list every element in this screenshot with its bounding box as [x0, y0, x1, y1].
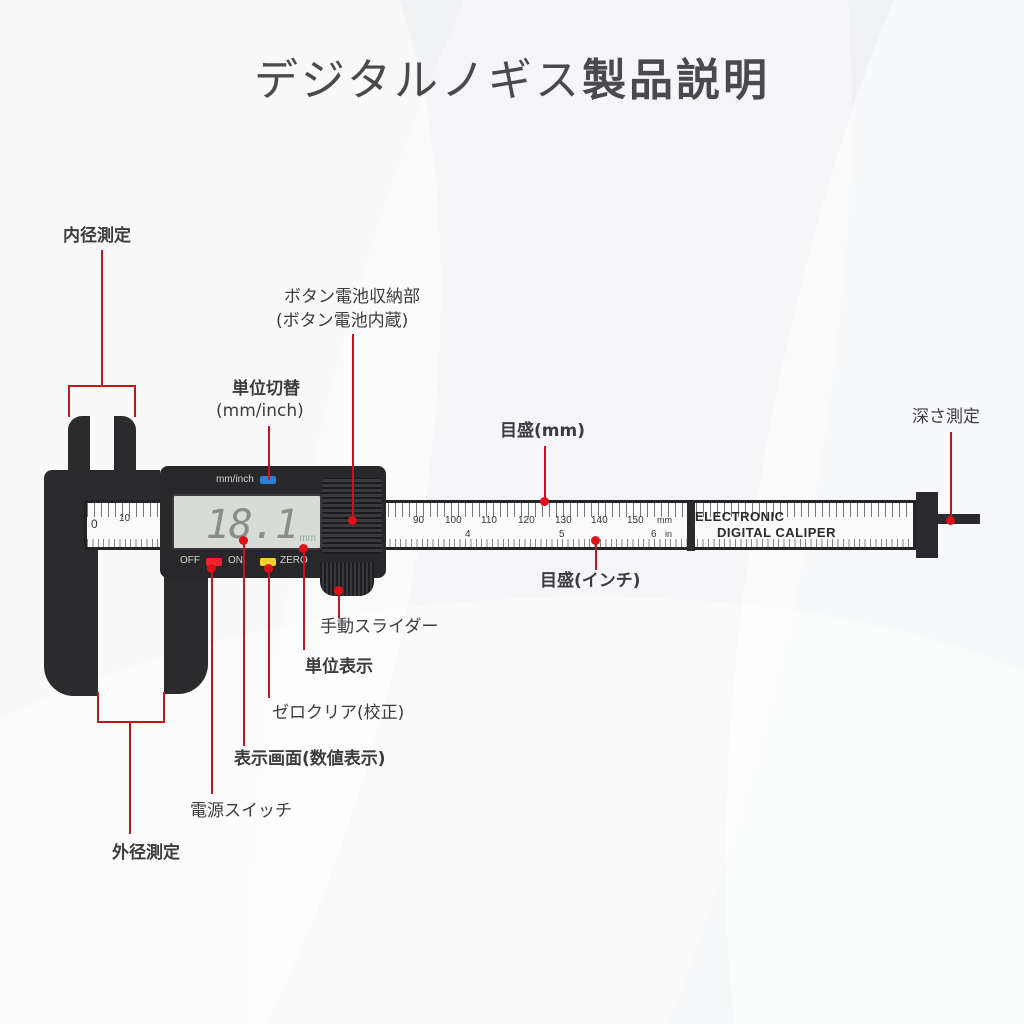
inner-jaw-moving: [114, 416, 136, 476]
unit-button-label: mm/inch: [216, 474, 254, 485]
on-label: ON: [228, 555, 243, 566]
mm-tick-100: 100: [445, 515, 462, 526]
unit-display-leader: [303, 548, 305, 650]
power-leader: [211, 568, 213, 794]
label-scale-inch: 目盛(インチ): [540, 571, 641, 591]
power-button[interactable]: [206, 558, 222, 566]
display-leader: [243, 540, 245, 746]
battery-leader: [352, 334, 354, 520]
mm-tick-90: 90: [413, 515, 425, 526]
label-unit-display: 単位表示: [305, 657, 373, 677]
mm-tick-150: 150: [627, 515, 644, 526]
label-unit-switch-2: (mm/inch): [216, 401, 304, 421]
slider-leader: [338, 590, 340, 618]
zero-leader: [268, 568, 270, 698]
in-tick-6: 6: [651, 529, 657, 540]
label-scale-mm: 目盛(mm): [500, 421, 585, 441]
unit-switch-leader: [268, 426, 270, 480]
scale-mm-leader: [544, 446, 546, 500]
label-battery-1: ボタン電池収納部: [284, 287, 420, 307]
depth-leader: [950, 432, 952, 518]
label-power-switch: 電源スイッチ: [190, 801, 292, 821]
off-label: OFF: [180, 555, 200, 566]
label-unit-switch-1: 単位切替: [232, 379, 300, 399]
depth-probe: [936, 514, 980, 524]
label-depth: 深さ測定: [912, 407, 980, 427]
thumb-slider[interactable]: [320, 562, 374, 596]
brand-line1: ELECTRONIC: [695, 509, 785, 524]
mm-unit: mm: [657, 515, 672, 525]
page-title: デジタルノギス製品説明: [253, 55, 771, 106]
zero-button[interactable]: [260, 558, 276, 566]
lcd-value: 18.1: [205, 502, 299, 548]
outer-diameter-leader: [129, 722, 131, 834]
mm-tick-140: 140: [591, 515, 608, 526]
label-display: 表示画面(数値表示): [234, 749, 386, 769]
in-tick-5: 5: [559, 529, 565, 540]
label-zero-clear: ゼロクリア(校正): [272, 703, 405, 723]
inner-diameter-leader: [101, 250, 103, 386]
inner-jaw-fixed: [68, 416, 90, 476]
brand-line2: DIGITAL CALIPER: [717, 525, 836, 540]
mm-tick-110: 110: [481, 515, 497, 526]
in-unit: in: [665, 529, 673, 539]
mm-tick-130: 130: [555, 515, 572, 526]
zero-label: ZERO: [280, 555, 308, 566]
label-slider: 手動スライダー: [320, 617, 439, 637]
label-inner-diameter: 内径測定: [63, 226, 131, 246]
depth-rod: [916, 492, 938, 558]
mm-tick-0: 0: [91, 517, 98, 531]
lcd-display: 18.1 mm: [172, 494, 322, 550]
mm-tick-10: 10: [119, 513, 131, 524]
outer-jaw-moving: [164, 560, 208, 694]
mm-tick-120: 120: [518, 515, 535, 526]
in-tick-4: 4: [465, 529, 471, 540]
label-battery-2: (ボタン電池内蔵): [276, 311, 409, 331]
unit-toggle-button[interactable]: [260, 476, 276, 484]
fixed-jaw-body: [44, 470, 160, 500]
scale-inch-leader: [595, 540, 597, 570]
label-outer-diameter: 外径測定: [112, 843, 180, 863]
lcd-unit: mm: [299, 533, 316, 544]
